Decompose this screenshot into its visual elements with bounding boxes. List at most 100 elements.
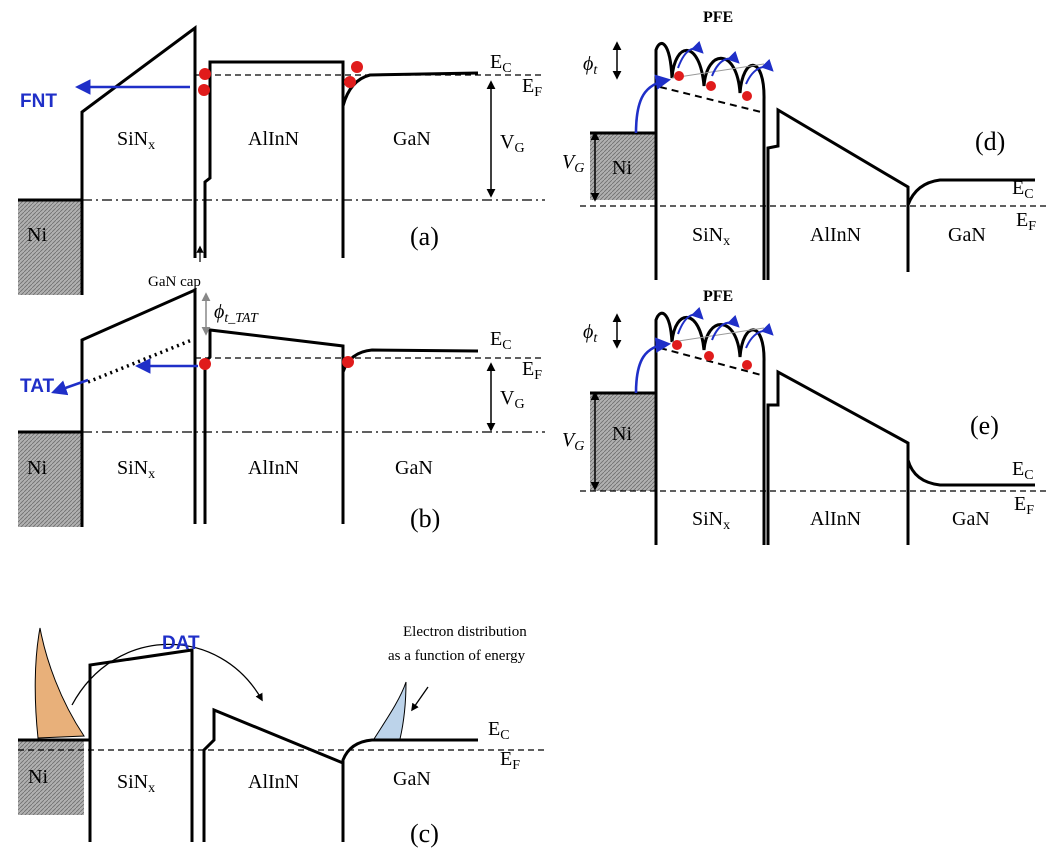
sinx-main: SiN: [117, 771, 148, 793]
sinx-sub: x: [148, 138, 155, 153]
vg-sub: G: [574, 439, 584, 454]
phi-label: ϕt_TAT: [214, 301, 259, 326]
ni-label: Ni: [612, 423, 632, 445]
panel-b: TAT ϕt_TAT Ni SiNx AlInN GaN EC EF VG (b…: [18, 287, 545, 533]
ef-sub: F: [534, 85, 542, 100]
ef-label: EF: [522, 358, 542, 383]
panel-e: PFE ϕt VG Ni SiNx AlInN GaN EC EF (e): [562, 288, 1048, 545]
ef-main: E: [522, 358, 534, 380]
ec-label: EC: [490, 51, 512, 76]
tat-label: TAT: [20, 376, 55, 397]
sinx-label: SiNx: [692, 224, 730, 249]
ni-metal-block: [590, 133, 656, 200]
gan-label: GaN: [395, 457, 433, 479]
sinx-sub: x: [723, 234, 730, 249]
ec-label: EC: [1012, 177, 1034, 202]
gan-cap-label: GaN cap: [148, 274, 201, 290]
vg-main: V: [562, 429, 577, 451]
sinx-sub: x: [723, 518, 730, 533]
alinn-label: AlInN: [810, 508, 861, 530]
note-line1: Electron distribution: [403, 624, 527, 640]
phi-label: ϕt: [583, 53, 598, 78]
ni-metal-block: [18, 740, 84, 815]
panel-label: (c): [410, 819, 439, 848]
vg-sub: G: [514, 397, 524, 412]
ec-main: E: [490, 328, 502, 350]
vg-label: VG: [500, 387, 525, 412]
sinx-label: SiNx: [117, 457, 155, 482]
panel-label: (a): [410, 222, 439, 251]
vg-main: V: [562, 151, 577, 173]
vg-label: VG: [500, 131, 525, 156]
panel-a: FNT Ni SiNx AlInN GaN GaN cap EC EF VG (…: [18, 25, 545, 295]
panel-c: DAT Electron distribution as a function …: [18, 624, 545, 848]
ni-label: Ni: [27, 224, 47, 246]
alinn-label: AlInN: [810, 224, 861, 246]
gan-label: GaN: [393, 768, 431, 790]
sinx-label: SiNx: [117, 771, 155, 796]
sinx-label: SiNx: [117, 128, 155, 153]
ec-sub: C: [1024, 468, 1033, 483]
sinx-sub: x: [148, 781, 155, 796]
phi-sub: t: [593, 331, 598, 346]
panel-label: (b): [410, 504, 440, 533]
panel-label: (e): [970, 411, 999, 440]
ec-label: EC: [490, 328, 512, 353]
ec-label: EC: [1012, 458, 1034, 483]
panel-d: PFE ϕt VG Ni SiNx AlInN GaN EC EF (d): [562, 9, 1048, 280]
phi-main: ϕ: [583, 321, 593, 343]
ni-label: Ni: [27, 457, 47, 479]
ec-main: E: [488, 718, 500, 740]
vg-main: V: [500, 131, 515, 153]
ef-sub: F: [1028, 219, 1036, 234]
ni-label: Ni: [612, 157, 632, 179]
vg-sub: G: [514, 141, 524, 156]
ec-sub: C: [502, 61, 511, 76]
vg-sub: G: [574, 161, 584, 176]
alinn-label: AlInN: [248, 771, 299, 793]
pfe-label: PFE: [703, 288, 733, 305]
ef-sub: F: [512, 758, 520, 773]
vg-label: VG: [562, 429, 584, 454]
ec-label: EC: [488, 718, 510, 743]
metal-distribution: [34, 627, 85, 739]
vg-main: V: [500, 387, 515, 409]
ef-label: EF: [1016, 209, 1036, 234]
ef-main: E: [500, 748, 512, 770]
sinx-main: SiN: [117, 457, 148, 479]
sinx-main: SiN: [692, 224, 723, 246]
ec-sub: C: [500, 728, 509, 743]
ni-metal-block: [590, 393, 656, 491]
gan-label: GaN: [393, 128, 431, 150]
pfe-label: PFE: [703, 9, 733, 26]
phi-label: ϕt: [583, 321, 598, 346]
ef-main: E: [1016, 209, 1028, 231]
phi-sub: t: [593, 63, 598, 78]
ef-label: EF: [500, 748, 520, 773]
ec-sub: C: [502, 338, 511, 353]
dat-label: DAT: [162, 633, 200, 654]
ec-sub: C: [1024, 187, 1033, 202]
ef-main: E: [522, 75, 534, 97]
sinx-label: SiNx: [692, 508, 730, 533]
gan-label: GaN: [952, 508, 990, 530]
ef-main: E: [1014, 493, 1026, 515]
ec-main: E: [490, 51, 502, 73]
sinx-main: SiN: [692, 508, 723, 530]
ef-sub: F: [534, 368, 542, 383]
ef-sub: F: [1026, 503, 1034, 518]
panel-label: (d): [975, 127, 1005, 156]
ni-metal-block: [18, 432, 82, 527]
phi-main: ϕ: [583, 53, 593, 75]
ec-main: E: [1012, 458, 1024, 480]
vg-label: VG: [562, 151, 584, 176]
ni-metal-block: [18, 200, 82, 295]
sinx-sub: x: [148, 467, 155, 482]
ec-main: E: [1012, 177, 1024, 199]
note-line2: as a function of energy: [388, 648, 526, 664]
sinx-main: SiN: [117, 128, 148, 150]
gan-distribution: [373, 681, 407, 740]
phi-sub: t_TAT: [224, 311, 259, 326]
ef-label: EF: [522, 75, 542, 100]
